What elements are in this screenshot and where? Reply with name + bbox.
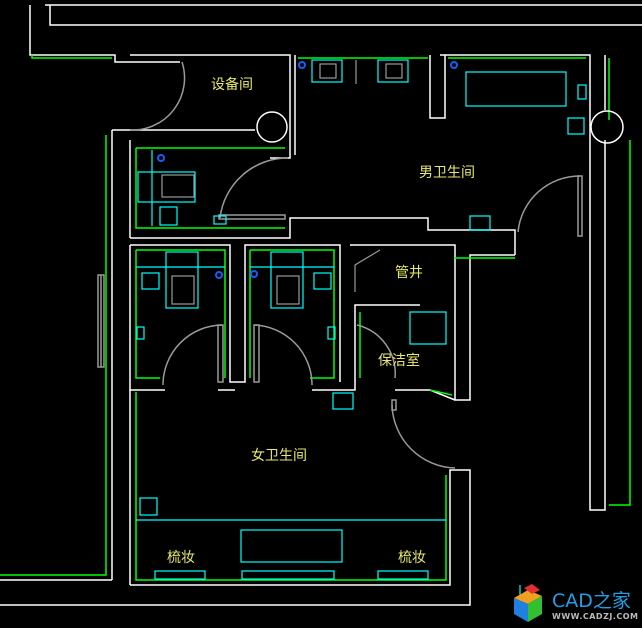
finish-lines [0,55,631,581]
room-label-mens-restroom: 男卫生间 [419,165,475,181]
door-swings [129,61,583,469]
watermark-logo: CAD之家 WWW.CADZJ.COM [510,584,640,626]
floor-drains [157,61,458,279]
room-label-cleaning-room: 保洁室 [378,353,420,369]
room-label-pipe-shaft: 管井 [395,265,423,281]
walls [0,4,642,606]
room-label-vanity-left: 梳妆 [167,550,195,566]
watermark-url: WWW.CADZJ.COM [552,612,639,621]
room-label-equipment: 设备间 [211,77,253,93]
cube-logo-icon [514,584,542,622]
watermark-title: CAD之家 [552,590,631,612]
room-label-vanity-right: 梳妆 [398,550,426,566]
toilets [161,60,403,305]
fixtures [136,59,587,605]
room-label-womens-restroom: 女卫生间 [251,448,307,464]
columns [256,110,624,144]
window [97,274,105,368]
